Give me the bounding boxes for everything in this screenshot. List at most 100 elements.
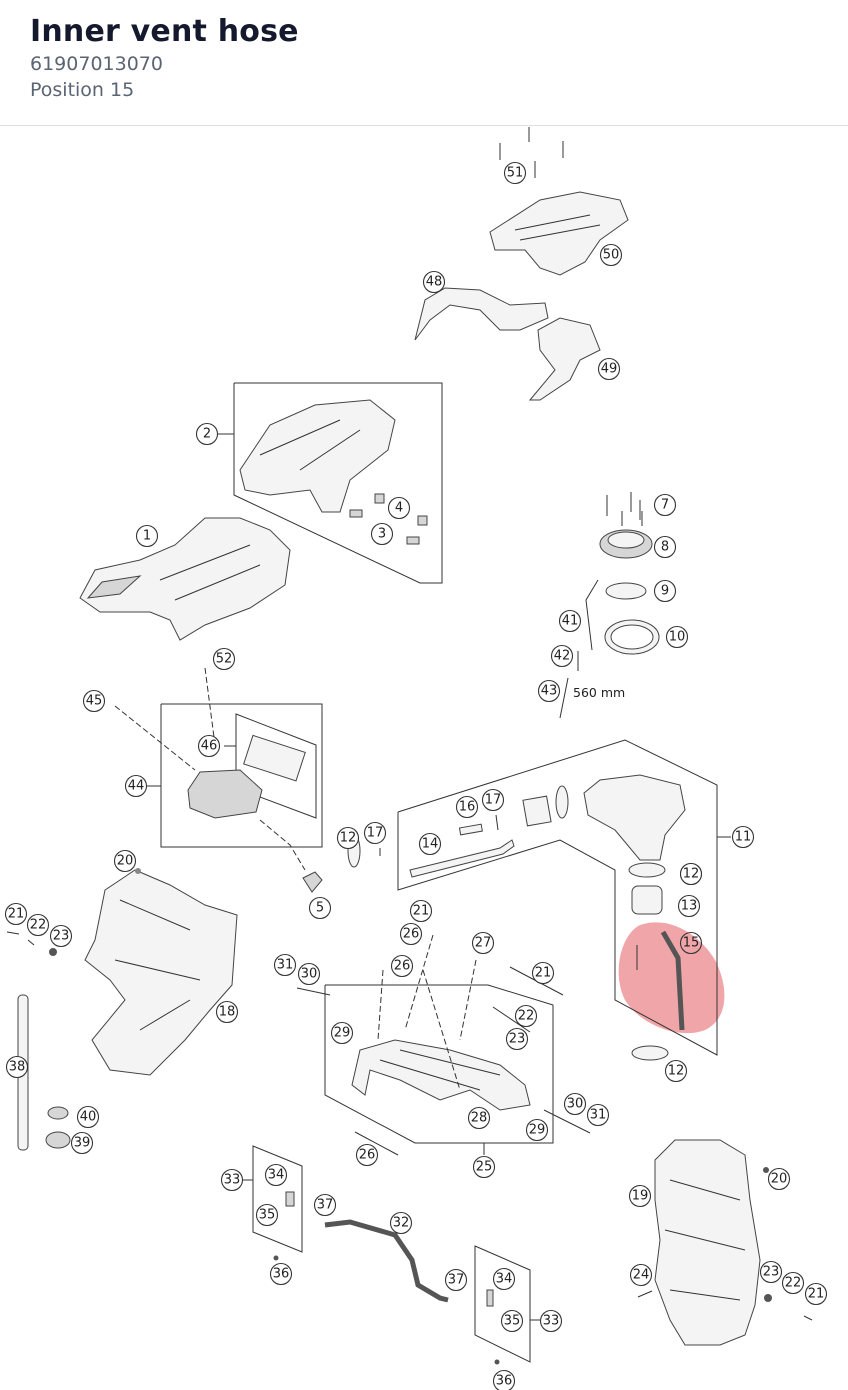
callout-22[interactable]: 22 bbox=[514, 1004, 538, 1028]
callout-36[interactable]: 36 bbox=[269, 1262, 293, 1286]
callout-38[interactable]: 38 bbox=[5, 1055, 29, 1079]
part-position: Position 15 bbox=[30, 79, 135, 101]
callout-number: 12 bbox=[683, 867, 700, 882]
callout-21[interactable]: 21 bbox=[4, 902, 28, 926]
callout-17[interactable]: 17 bbox=[363, 821, 387, 845]
callout-7[interactable]: 7 bbox=[653, 493, 677, 517]
callout-35[interactable]: 35 bbox=[255, 1203, 279, 1227]
callout-13[interactable]: 13 bbox=[677, 894, 701, 918]
callout-12[interactable]: 12 bbox=[336, 826, 360, 850]
callout-42[interactable]: 42 bbox=[550, 644, 574, 668]
callout-20[interactable]: 20 bbox=[767, 1167, 791, 1191]
callout-8[interactable]: 8 bbox=[653, 535, 677, 559]
callout-25[interactable]: 25 bbox=[472, 1155, 496, 1179]
callout-36[interactable]: 36 bbox=[492, 1369, 516, 1390]
callout-33[interactable]: 33 bbox=[539, 1309, 563, 1333]
part-number: 61907013070 bbox=[30, 53, 163, 75]
callout-14[interactable]: 14 bbox=[418, 832, 442, 856]
callout-number: 22 bbox=[785, 1276, 802, 1291]
callout-46[interactable]: 46 bbox=[197, 734, 221, 758]
callout-1[interactable]: 1 bbox=[135, 524, 159, 548]
callout-11[interactable]: 11 bbox=[731, 825, 755, 849]
callout-10[interactable]: 10 bbox=[665, 625, 689, 649]
callout-40[interactable]: 40 bbox=[76, 1105, 100, 1129]
callout-29[interactable]: 29 bbox=[525, 1118, 549, 1142]
callout-24[interactable]: 24 bbox=[629, 1263, 653, 1287]
callout-51[interactable]: 51 bbox=[503, 161, 527, 185]
callout-12[interactable]: 12 bbox=[664, 1059, 688, 1083]
hose-length-label: 560 mm bbox=[573, 685, 625, 700]
callout-number: 49 bbox=[601, 362, 618, 377]
callout-4[interactable]: 4 bbox=[387, 496, 411, 520]
callout-number: 46 bbox=[201, 739, 218, 754]
callout-26[interactable]: 26 bbox=[390, 954, 414, 978]
callout-26[interactable]: 26 bbox=[355, 1143, 379, 1167]
callout-number: 25 bbox=[476, 1160, 493, 1175]
part-header: Inner vent hose 61907013070 Position 15 bbox=[0, 0, 848, 126]
callout-31[interactable]: 31 bbox=[586, 1103, 610, 1127]
callout-19[interactable]: 19 bbox=[628, 1184, 652, 1208]
callout-30[interactable]: 30 bbox=[297, 962, 321, 986]
callout-49[interactable]: 49 bbox=[597, 357, 621, 381]
callout-45[interactable]: 45 bbox=[82, 689, 106, 713]
callout-12[interactable]: 12 bbox=[679, 862, 703, 886]
callout-18[interactable]: 18 bbox=[215, 1000, 239, 1024]
exploded-parts-diagram: 560 mm bbox=[4, 127, 828, 1390]
callout-5[interactable]: 5 bbox=[308, 896, 332, 920]
callout-number: 43 bbox=[541, 684, 558, 699]
callout-20[interactable]: 20 bbox=[113, 849, 137, 873]
callout-32[interactable]: 32 bbox=[389, 1211, 413, 1235]
callout-27[interactable]: 27 bbox=[471, 931, 495, 955]
callout-30[interactable]: 30 bbox=[563, 1092, 587, 1116]
callout-17[interactable]: 17 bbox=[481, 788, 505, 812]
callout-number: 13 bbox=[681, 899, 698, 914]
callout-number: 26 bbox=[394, 959, 411, 974]
callout-34[interactable]: 34 bbox=[264, 1163, 288, 1187]
callout-37[interactable]: 37 bbox=[313, 1193, 337, 1217]
callout-number: 23 bbox=[509, 1032, 526, 1047]
callout-number: 16 bbox=[459, 800, 476, 815]
callout-21[interactable]: 21 bbox=[804, 1282, 828, 1306]
callout-43[interactable]: 43 bbox=[537, 679, 561, 703]
callout-37[interactable]: 37 bbox=[444, 1268, 468, 1292]
callout-50[interactable]: 50 bbox=[599, 243, 623, 267]
callout-number: 31 bbox=[590, 1108, 607, 1123]
callout-layer: 1234578910111212121213141516171718192020… bbox=[4, 161, 828, 1390]
callout-number: 8 bbox=[661, 540, 669, 555]
callout-number: 21 bbox=[535, 966, 552, 981]
callout-52[interactable]: 52 bbox=[212, 647, 236, 671]
callout-39[interactable]: 39 bbox=[70, 1131, 94, 1155]
callout-number: 51 bbox=[507, 166, 524, 181]
callout-number: 11 bbox=[735, 830, 752, 845]
callout-28[interactable]: 28 bbox=[467, 1106, 491, 1130]
callout-22[interactable]: 22 bbox=[781, 1271, 805, 1295]
callout-number: 38 bbox=[9, 1060, 26, 1075]
callout-number: 12 bbox=[340, 831, 357, 846]
callout-26[interactable]: 26 bbox=[399, 922, 423, 946]
callout-21[interactable]: 21 bbox=[409, 899, 433, 923]
callout-21[interactable]: 21 bbox=[531, 961, 555, 985]
part-title: Inner vent hose bbox=[30, 14, 299, 49]
callout-number: 29 bbox=[334, 1026, 351, 1041]
callout-2[interactable]: 2 bbox=[195, 422, 219, 446]
callout-44[interactable]: 44 bbox=[124, 774, 148, 798]
callout-number: 30 bbox=[301, 967, 318, 982]
callout-23[interactable]: 23 bbox=[759, 1260, 783, 1284]
callout-23[interactable]: 23 bbox=[49, 924, 73, 948]
callout-33[interactable]: 33 bbox=[220, 1168, 244, 1192]
callout-31[interactable]: 31 bbox=[273, 953, 297, 977]
callout-number: 34 bbox=[496, 1272, 513, 1287]
callout-48[interactable]: 48 bbox=[422, 270, 446, 294]
callout-22[interactable]: 22 bbox=[26, 913, 50, 937]
callout-15[interactable]: 15 bbox=[679, 931, 703, 955]
airbox-group bbox=[114, 667, 323, 893]
callout-35[interactable]: 35 bbox=[500, 1309, 524, 1333]
callout-23[interactable]: 23 bbox=[505, 1027, 529, 1051]
callout-41[interactable]: 41 bbox=[558, 609, 582, 633]
callout-16[interactable]: 16 bbox=[455, 795, 479, 819]
callout-29[interactable]: 29 bbox=[330, 1021, 354, 1045]
callout-34[interactable]: 34 bbox=[492, 1267, 516, 1291]
callout-9[interactable]: 9 bbox=[653, 579, 677, 603]
callout-3[interactable]: 3 bbox=[370, 522, 394, 546]
callout-number: 26 bbox=[359, 1148, 376, 1163]
